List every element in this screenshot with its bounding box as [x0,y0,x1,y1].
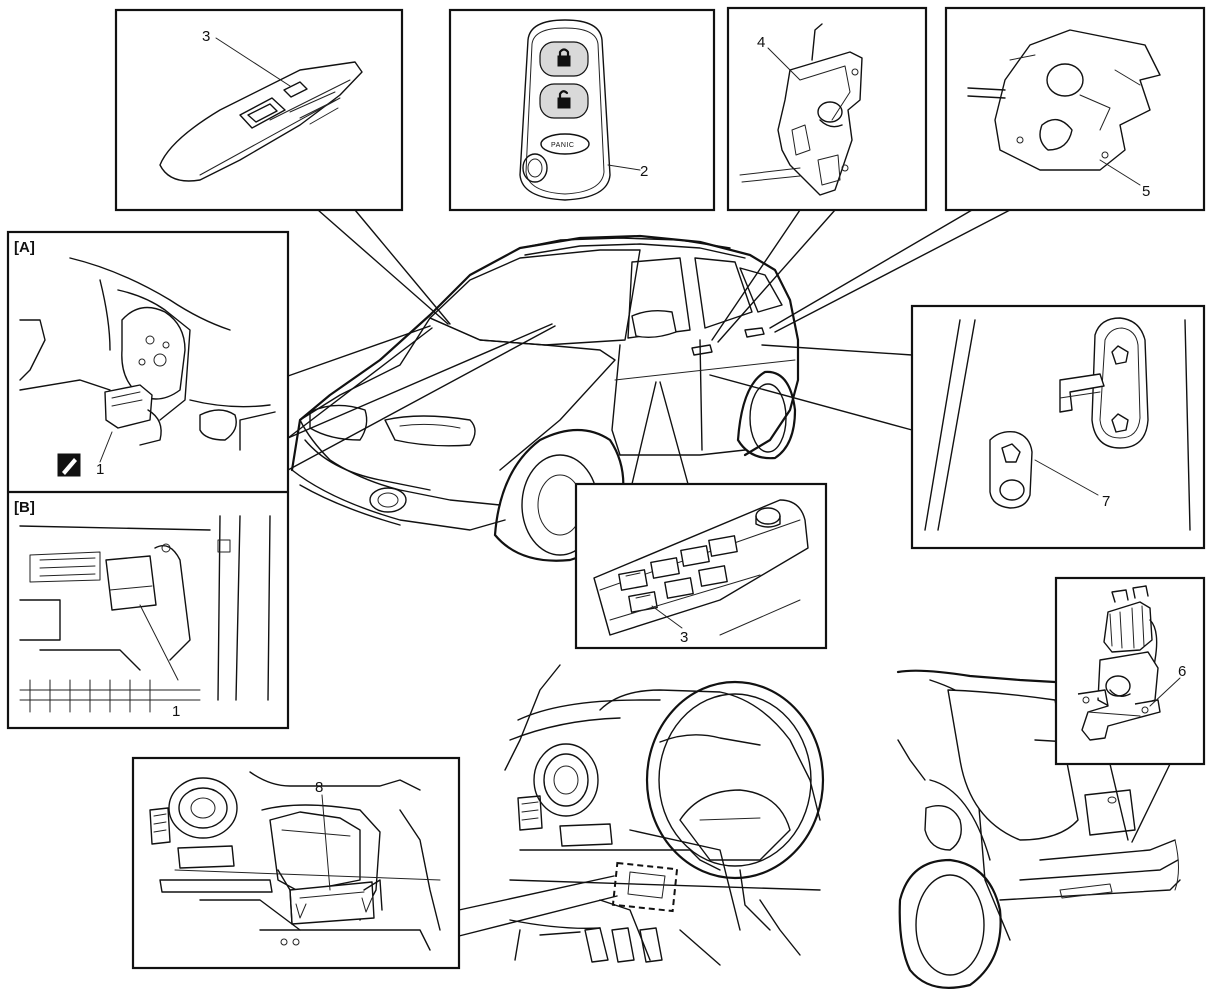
part-5-label: 5 [1142,183,1150,200]
part-1-label-a: 1 [96,461,104,478]
inset-door-switch-striker: 7 [910,304,1206,550]
leader-front-door-lock [711,209,836,343]
part-8-label: 8 [315,779,323,796]
inset-keyless-remote: PANIC 2 [448,8,716,212]
inset-front-door-lock: 4 [726,6,928,212]
leader-door-switch [317,209,451,325]
leader-rear-door-lock [769,209,1011,333]
vehicle-rear-view [896,669,1181,989]
section-b-label: [B] [14,499,35,516]
vehicle-main [290,234,800,562]
section-a-label: [A] [14,239,35,256]
inset-power-window-master-switch: 3 [574,482,828,650]
leader-power-window-switch [631,381,689,485]
lock-icon [557,48,571,67]
inset-keyless-controller: 8 [131,756,461,970]
inset-keyless-receiver: [A] [B] 1 [6,230,290,730]
inset-back-door-lock: 6 [1054,576,1206,766]
leader-keyless-controller [458,875,618,937]
part-6-label: 6 [1178,663,1186,680]
leader-keyless-receiver [287,323,556,471]
part-1-label-b: 1 [172,703,180,720]
connector-disconnect-icon [57,453,81,477]
leader-back-door-lock [1109,763,1171,843]
part-7-label: 7 [1102,493,1110,510]
inset-door-switch: 3 [114,8,404,212]
part-4-label: 4 [757,34,765,51]
dashboard-view [504,664,825,966]
leader-door-striker [709,344,913,431]
unlock-icon [557,90,571,109]
part-3-label-top: 3 [202,28,210,45]
part-2-label: 2 [640,163,648,180]
panic-button-label: PANIC [551,142,574,149]
inset-rear-door-lock: 5 [944,6,1206,212]
part-3-label-bottom: 3 [680,629,688,646]
